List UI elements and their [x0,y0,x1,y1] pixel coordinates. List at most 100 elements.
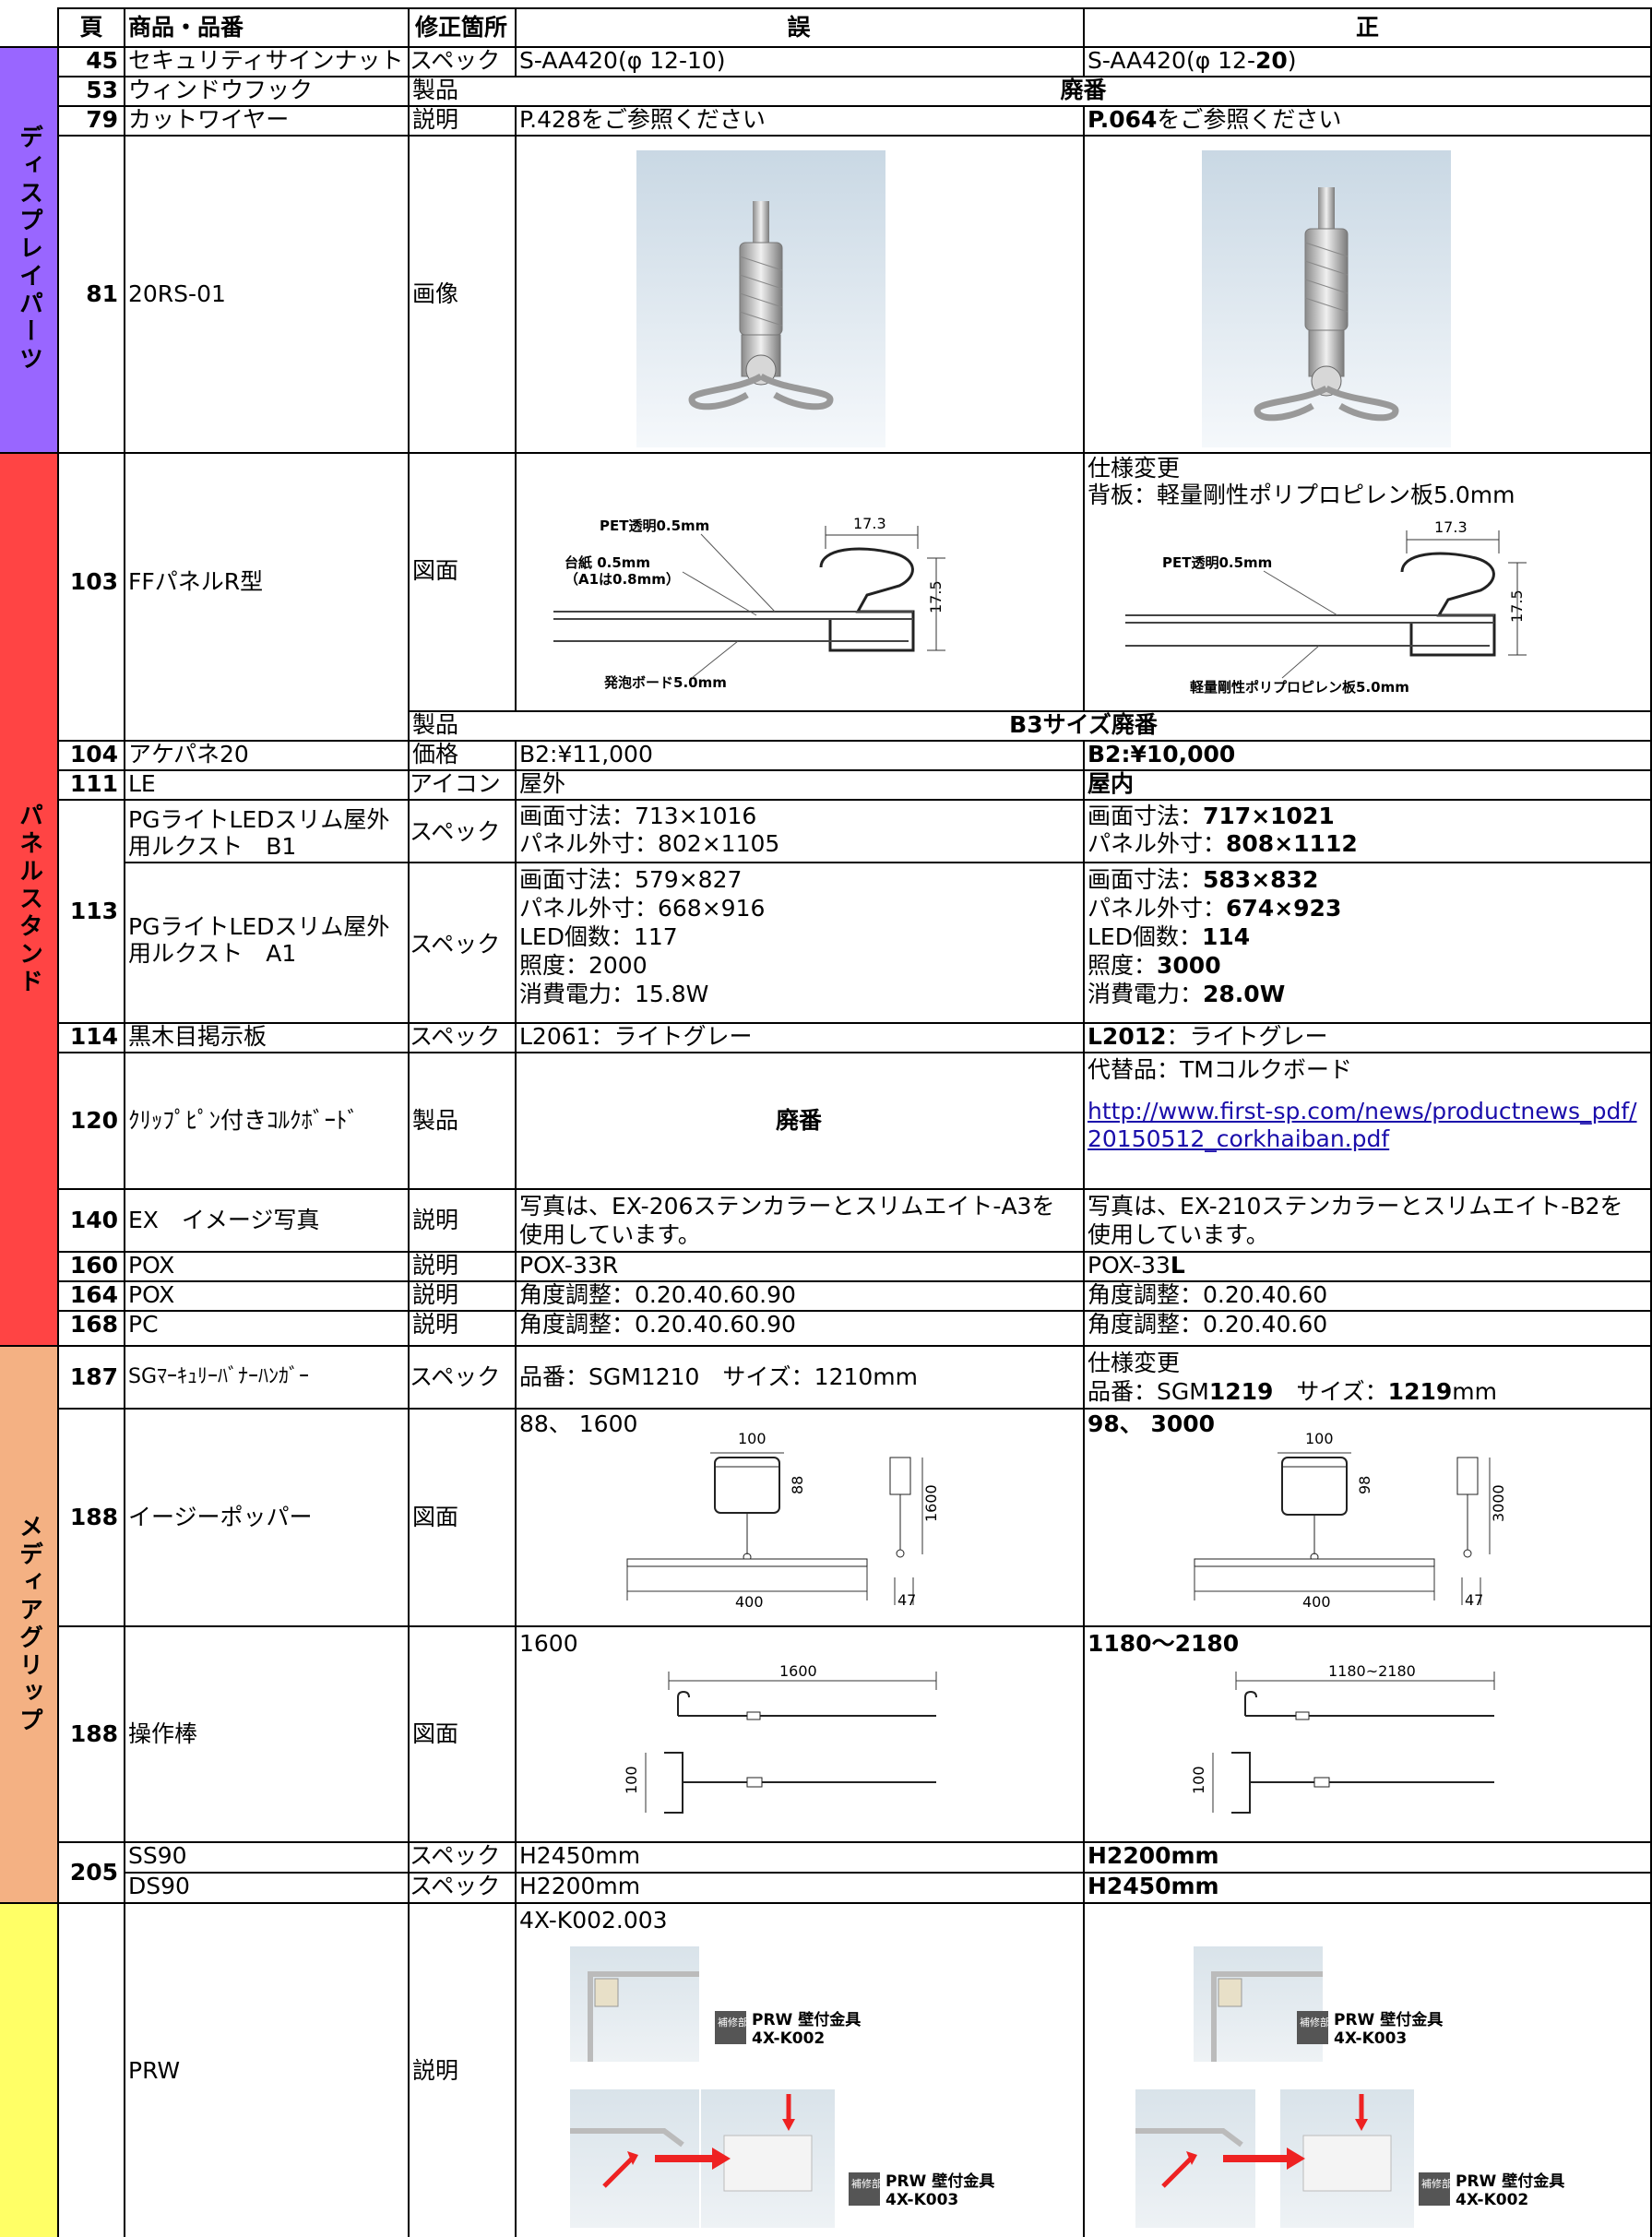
row187-field: スペック [410,1363,501,1390]
header-product: 商品・品番 [128,14,244,41]
row140-wrong: 写真は、EX-206ステンカラーとスリムエイト-A3を使用しています。 [519,1193,1055,1248]
row79-wrong: P.428をご参照ください [519,107,766,133]
svg-text:補修部品: 補修部品 [1421,2177,1462,2190]
row205b-wrong: H2200mm [519,1874,641,1899]
svg-text:1180~2180: 1180~2180 [1328,1662,1416,1680]
svg-text:1600: 1600 [922,1484,940,1522]
grid-h [124,862,1652,863]
header-right: 正 [1355,14,1379,41]
row45-field: スペック [410,48,501,74]
row104-right: B2:¥10,000 [1087,742,1236,767]
row104-product: アケパネ20 [128,742,249,767]
grid-v [57,7,59,2237]
row140-page: 140 [69,1207,118,1233]
row168-field: 説明 [412,1312,459,1338]
svg-text:400: 400 [735,1593,764,1611]
grid-h [59,1251,1652,1253]
row104-field: 価格 [412,742,459,767]
svg-text:400: 400 [1302,1593,1331,1611]
grid-v [515,7,517,77]
row53-product: ウィンドウフック [128,77,314,103]
section-display-parts: ディスプレイパーツ [0,46,59,452]
grid-h [408,710,1652,712]
row205a-field: スペック [410,1843,501,1869]
grid-h [0,452,1652,454]
svg-text:PRW 壁付金具: PRW 壁付金具 [752,2010,861,2029]
svg-text:100: 100 [738,1430,767,1447]
row164-right: 角度調整：0.20.40.60 [1087,1282,1328,1308]
grid-h [0,46,1652,48]
cork-board-link[interactable]: http://www.first-sp.com/news/productnews… [1087,1098,1637,1152]
row164-field: 説明 [412,1282,459,1308]
grid-h [59,135,1652,137]
row79-page: 79 [86,107,118,133]
grid-h [59,740,1652,742]
svg-text:4X-K002: 4X-K002 [752,2029,825,2048]
grid-h [59,1841,1652,1843]
row120-product: ｸﾘｯﾌﾟﾋﾟﾝ付きｺﾙｸﾎﾞｰﾄﾞ [128,1107,360,1134]
svg-text:PRW 壁付金具: PRW 壁付金具 [1456,2172,1564,2191]
row205a-product: SS90 [128,1843,187,1869]
svg-text:100: 100 [623,1766,640,1794]
row164-wrong: 角度調整：0.20.40.60.90 [519,1282,796,1308]
svg-text:台紙 0.5mm: 台紙 0.5mm [565,554,650,571]
row140-product: EX イメージ写真 [128,1207,320,1233]
nut-photo-wrong [636,150,885,447]
svg-text:100: 100 [1190,1766,1207,1794]
row104-wrong: B2:¥11,000 [519,742,653,767]
easy-popper-diagram-right: 100 98 400 3000 47 [1194,1430,1507,1611]
svg-text:1600: 1600 [779,1662,817,1680]
nut-photo-right [1202,150,1451,447]
row114-product: 黒木目掲示板 [128,1024,267,1050]
row104-page: 104 [69,742,118,767]
row81-product: 20RS-01 [128,280,226,307]
row114-right: L2012：ライトグレー [1087,1024,1328,1050]
row103-right-note1: 仕様変更 [1087,456,1181,482]
prw-product: PRW [128,2057,181,2084]
row45-product: セキュリティサインナット [128,48,404,74]
row160-page: 160 [69,1253,118,1279]
row113-page: 113 [69,898,118,924]
row113b-right: 画面寸法：583×832 パネル外寸：674×923 LED個数：114 照度：… [1087,866,1342,1007]
row187-right: 仕様変更品番：SGM1219 サイズ：1219mm [1087,1350,1497,1405]
row188b-right: 1180～2180 [1087,1631,1240,1657]
svg-text:4X-K002: 4X-K002 [1456,2191,1528,2209]
grid-v [1083,7,1085,77]
prw-wrong-note: 4X-K002.003 [519,1908,668,1934]
svg-text:補修部品: 補修部品 [851,2177,892,2190]
row168-right: 角度調整：0.20.40.60 [1087,1312,1328,1338]
row53-field: 製品 [412,77,459,103]
row81-field: 画像 [412,280,459,307]
row160-field: 説明 [412,1253,459,1279]
grid-h [59,799,1652,801]
row120-right-note: 代替品：TMコルクボード [1087,1057,1352,1083]
svg-text:3000: 3000 [1490,1484,1507,1522]
row205b-product: DS90 [128,1874,190,1899]
grid-h [59,7,1652,9]
row120-wrong: 廃番 [775,1107,822,1134]
row187-page: 187 [69,1363,118,1390]
row187-product: SGﾏｰｷｭﾘｰﾊﾞﾅｰﾊﾝｶﾞｰ [128,1365,310,1388]
header-field: 修正箇所 [414,14,507,41]
grid-h [59,769,1652,771]
section-panel-stand: パネルスタンド [0,454,59,1345]
row45-page: 45 [86,48,118,74]
row187-wrong: 品番：SGM1210 サイズ：1210mm [519,1363,919,1390]
svg-text:47: 47 [1465,1591,1483,1609]
row205b-field: スペック [410,1874,501,1899]
grid-h [0,1345,1652,1347]
svg-text:PRW 壁付金具: PRW 壁付金具 [885,2172,994,2191]
row114-wrong: L2061：ライトグレー [519,1024,753,1050]
grid-v [515,105,517,712]
row164-page: 164 [69,1282,118,1308]
ff-panel-diagram-wrong: PET透明0.5mm 台紙 0.5mm （A1は0.8mm） 発泡ボード5.0m… [553,515,945,691]
row140-field: 説明 [412,1207,459,1233]
grid-h [59,1022,1652,1024]
svg-text:PET透明0.5mm: PET透明0.5mm [600,518,709,534]
row168-page: 168 [69,1312,118,1338]
row114-field: スペック [410,1024,501,1050]
grid-v [1083,105,1085,712]
grid-h [59,1310,1652,1312]
grid-h [59,1625,1652,1627]
